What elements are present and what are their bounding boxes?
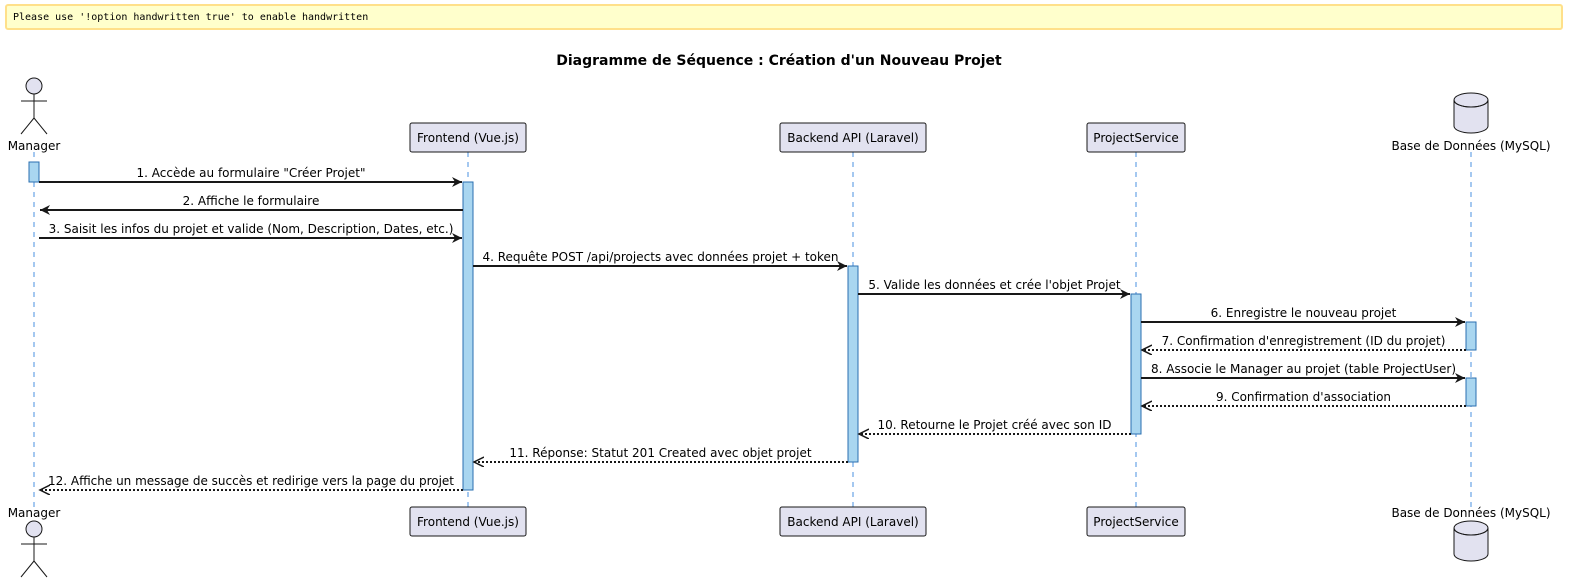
activation-bar-backend [847,265,859,463]
message-5: 5. Valide les données et crée l'objet Pr… [858,278,1130,299]
message-label: 1. Accède au formulaire "Créer Projet" [137,166,366,180]
participant-label: Base de Données (MySQL) [1391,139,1550,153]
participant-label: Manager [8,506,61,520]
message-12: 12. Affiche un message de succès et redi… [40,474,463,490]
message-label: 8. Associe le Manager au projet (table P… [1151,362,1456,376]
participant-service-bottom: ProjectService [1086,506,1186,537]
activation-bar-manager [28,161,40,183]
message-4: 4. Requête POST /api/projects avec donné… [473,250,847,271]
participant-manager-bottom: Manager [8,506,61,578]
message-10: 10. Retourne le Projet créé avec son ID [859,418,1131,434]
message-label: 10. Retourne le Projet créé avec son ID [878,418,1112,432]
participant-label: Frontend (Vue.js) [417,131,519,145]
participant-label: Frontend (Vue.js) [417,515,519,529]
message-label: 12. Affiche un message de succès et redi… [48,474,454,488]
message-6: 6. Enregistre le nouveau projet [1141,306,1465,327]
participant-backend-top: Backend API (Laravel) [779,122,927,153]
message-2: 2. Affiche le formulaire [40,194,463,215]
participant-db-top: Base de Données (MySQL) [1391,92,1551,153]
participant-frontend-top: Frontend (Vue.js) [409,122,527,153]
participant-label: ProjectService [1093,515,1178,529]
participant-frontend-bottom: Frontend (Vue.js) [409,506,527,537]
message-label: 7. Confirmation d'enregistrement (ID du … [1162,334,1446,348]
participant-db-bottom: Base de Données (MySQL) [1391,506,1551,562]
activation-bar-db [1465,377,1477,407]
message-8: 8. Associe le Manager au projet (table P… [1141,362,1465,383]
activation-bar-db [1465,321,1477,351]
message-label: 6. Enregistre le nouveau projet [1211,306,1397,320]
participant-label: Manager [8,139,61,153]
message-label: 9. Confirmation d'association [1216,390,1391,404]
participant-manager-top: Manager [8,77,61,153]
message-label: 2. Affiche le formulaire [183,194,320,208]
message-1: 1. Accède au formulaire "Créer Projet" [39,166,462,187]
handwritten-notice: Please use '!option handwritten true' to… [5,4,1563,30]
message-label: 5. Valide les données et crée l'objet Pr… [868,278,1120,292]
activation-bar-frontend [462,181,474,491]
message-label: 4. Requête POST /api/projects avec donné… [482,250,838,264]
activation-bar-service [1130,293,1142,435]
participant-service-top: ProjectService [1086,122,1186,153]
message-7: 7. Confirmation d'enregistrement (ID du … [1142,334,1466,350]
participant-label: Backend API (Laravel) [787,515,918,529]
message-9: 9. Confirmation d'association [1142,390,1466,406]
participant-label: Base de Données (MySQL) [1391,506,1550,520]
participant-label: Backend API (Laravel) [787,131,918,145]
message-3: 3. Saisit les infos du projet et valide … [39,222,462,243]
message-11: 11. Réponse: Statut 201 Created avec obj… [474,446,848,462]
message-label: 3. Saisit les infos du projet et valide … [49,222,454,236]
diagram-title: Diagramme de Séquence : Création d'un No… [556,53,1002,69]
participant-label: ProjectService [1093,131,1178,145]
notice-text: Please use '!option handwritten true' to… [13,12,369,23]
message-label: 11. Réponse: Statut 201 Created avec obj… [509,446,811,460]
participant-backend-bottom: Backend API (Laravel) [779,506,927,537]
